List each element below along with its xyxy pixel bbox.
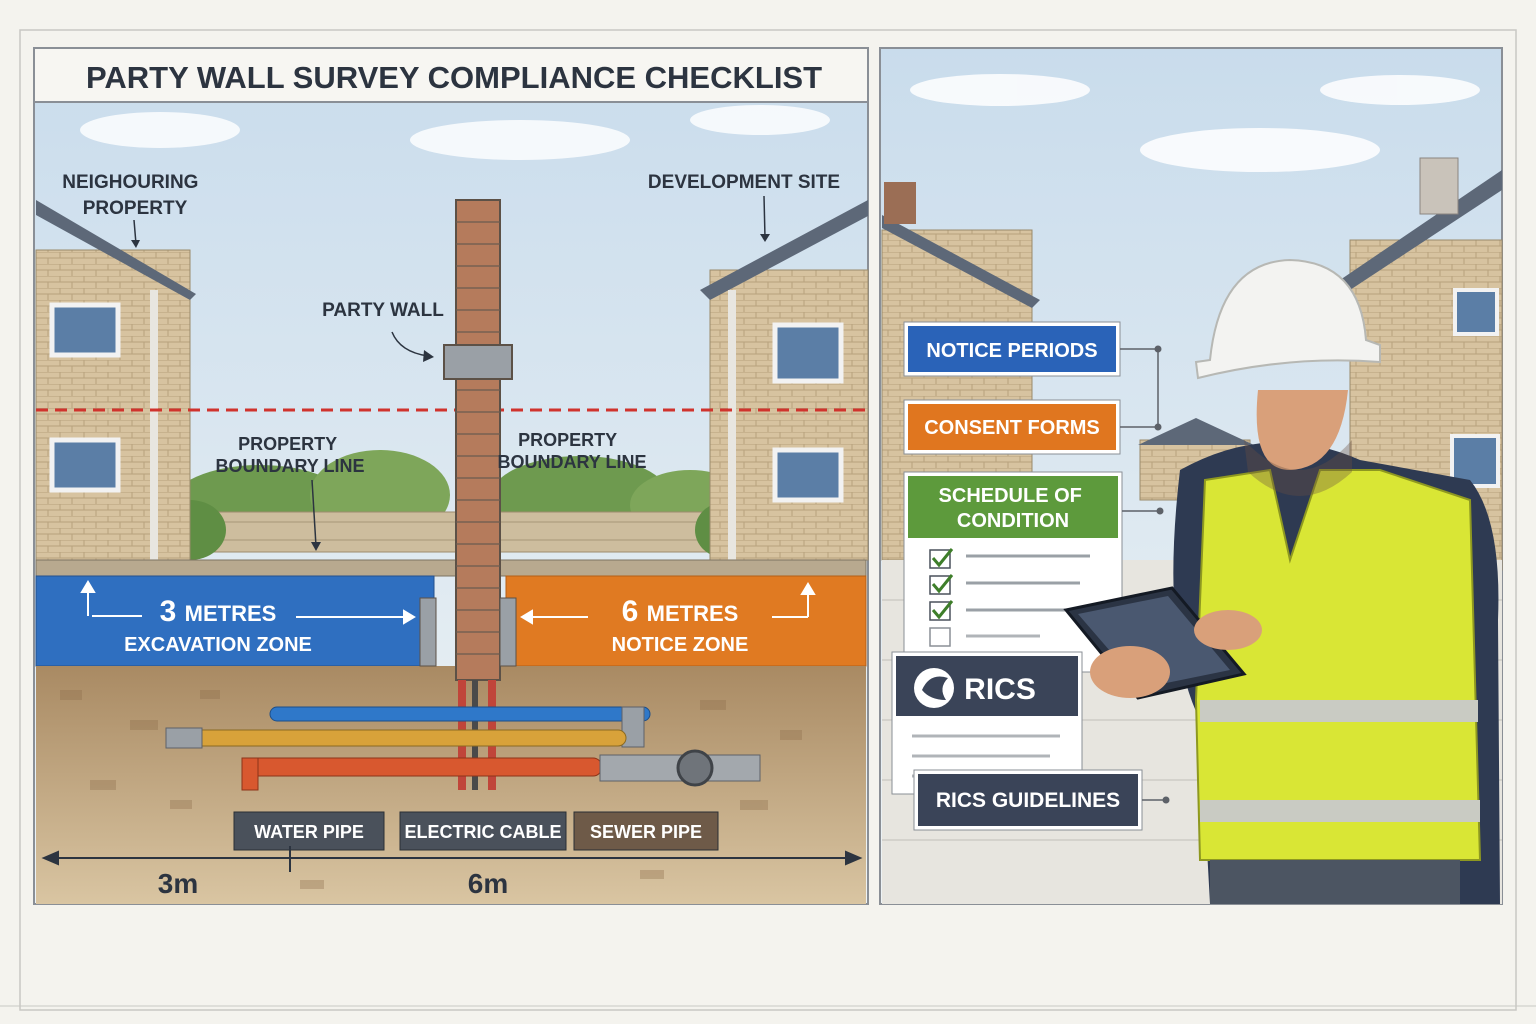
checkbox-4 [929, 627, 951, 647]
checkbox-2 [929, 575, 951, 595]
left-panel: PARTY WALL SURVEY COMPLIANCE CHECKLIST [33, 47, 869, 905]
right-clouds [910, 74, 1480, 172]
party-wall-label: PARTY WALL [322, 300, 444, 321]
electric-cable-label: ELECTRIC CABLE [405, 822, 562, 842]
notice-periods-text: NOTICE PERIODS [926, 340, 1097, 362]
hi-vis-vest [1194, 468, 1482, 861]
soil-texture [60, 690, 802, 889]
excavation-zone-size: 3 METRES [160, 595, 277, 628]
excavation-zone-label: EXCAVATION ZONE [124, 634, 312, 656]
ground-surface [35, 559, 867, 577]
development-site-label: DEVELOPMENT SITE [648, 172, 840, 193]
right-panel: NOTICE PERIODS CONSENT FORMS SCHEDULE OF… [879, 47, 1503, 905]
surveyor-head [1256, 390, 1348, 470]
surveyor-figure [1063, 258, 1500, 904]
soil [36, 666, 866, 904]
checklist [929, 548, 1090, 647]
dimension-6m: 6m [468, 868, 508, 899]
water-pipe-label: WATER PIPE [254, 822, 364, 842]
pipe-labels: WATER PIPE ELECTRIC CABLE SEWER PIPE [233, 811, 719, 851]
boundary-label-right: PROPERTY BOUNDARY LINE [497, 430, 646, 472]
checkbox-3 [929, 601, 951, 621]
development-house [700, 200, 869, 561]
neighbouring-house [35, 200, 196, 561]
rics-guidelines-text: RICS GUIDELINES [936, 789, 1120, 812]
neighbouring-property-label: NEIGHOURING PROPERTY [62, 172, 203, 219]
dimension-line [41, 846, 863, 872]
notice-periods-card: NOTICE PERIODS [903, 321, 1162, 377]
rics-logo-text: RICS [964, 673, 1036, 706]
consent-forms-text: CONSENT FORMS [924, 417, 1100, 439]
zone-arrows [80, 580, 816, 625]
schedule-of-condition-card: SCHEDULE OF CONDITION [903, 471, 1164, 673]
title-bar [33, 47, 869, 103]
schedule-title: SCHEDULE OF CONDITION [939, 485, 1088, 532]
sewer-pipe-label: SEWER PIPE [590, 822, 702, 842]
rics-guidelines-card: RICS GUIDELINES [913, 769, 1170, 831]
notice-zone-label: NOTICE ZONE [612, 634, 749, 656]
hard-hat-icon [1194, 258, 1381, 380]
notice-zone-size: 6 METRES [622, 595, 739, 628]
clouds [80, 105, 830, 160]
dimension-3m: 3m [158, 868, 198, 899]
pipes [165, 706, 761, 791]
checkbox-1 [929, 549, 951, 569]
boundary-label-left: PROPERTY BOUNDARY LINE [215, 434, 364, 476]
consent-forms-card: CONSENT FORMS [903, 349, 1162, 455]
page-title: PARTY WALL SURVEY COMPLIANCE CHECKLIST [86, 60, 822, 95]
